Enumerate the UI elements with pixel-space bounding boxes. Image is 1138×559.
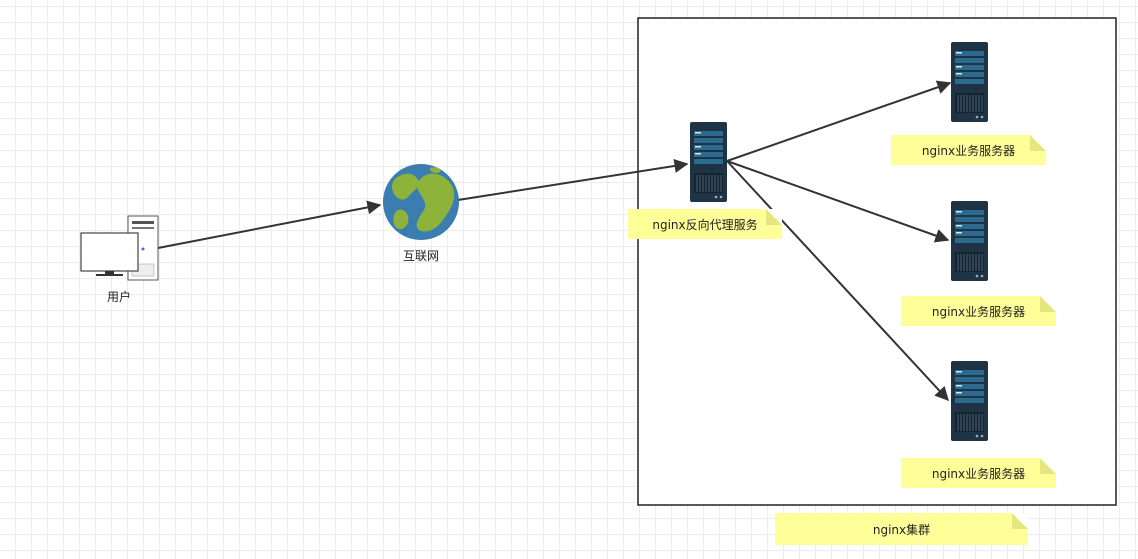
desktop-computer-icon[interactable] xyxy=(80,215,159,281)
server-rack-icon[interactable] xyxy=(951,42,988,122)
cluster-note[interactable]: nginx集群 xyxy=(775,513,1028,545)
server1-note-text: nginx业务服务器 xyxy=(921,143,1016,158)
server-rack-icon[interactable] xyxy=(690,122,727,202)
internet-label: 互联网 xyxy=(402,249,440,263)
server1-note[interactable]: nginx业务服务器 xyxy=(891,135,1046,165)
server2-note[interactable]: nginx业务服务器 xyxy=(901,296,1056,326)
globe-icon[interactable] xyxy=(383,164,459,240)
edge-proxy-to-server2[interactable] xyxy=(726,160,950,243)
server3-note[interactable]: nginx业务服务器 xyxy=(901,458,1056,488)
server3-note-text: nginx业务服务器 xyxy=(931,466,1026,481)
edge-internet-to-proxy[interactable] xyxy=(457,159,689,201)
server2-note-text: nginx业务服务器 xyxy=(931,304,1026,319)
proxy-note[interactable]: nginx反向代理服务 xyxy=(628,209,782,239)
user-label: 用户 xyxy=(106,290,132,304)
cluster-note-text: nginx集群 xyxy=(872,522,931,537)
proxy-note-text: nginx反向代理服务 xyxy=(652,217,758,232)
server-rack-icon[interactable] xyxy=(951,361,988,441)
server-rack-icon[interactable] xyxy=(951,201,988,281)
edge-proxy-to-server1[interactable] xyxy=(726,80,952,162)
cluster-boundary[interactable] xyxy=(637,17,1117,506)
edge-user-to-internet[interactable] xyxy=(157,200,382,249)
edge-proxy-to-server3[interactable] xyxy=(726,160,949,402)
